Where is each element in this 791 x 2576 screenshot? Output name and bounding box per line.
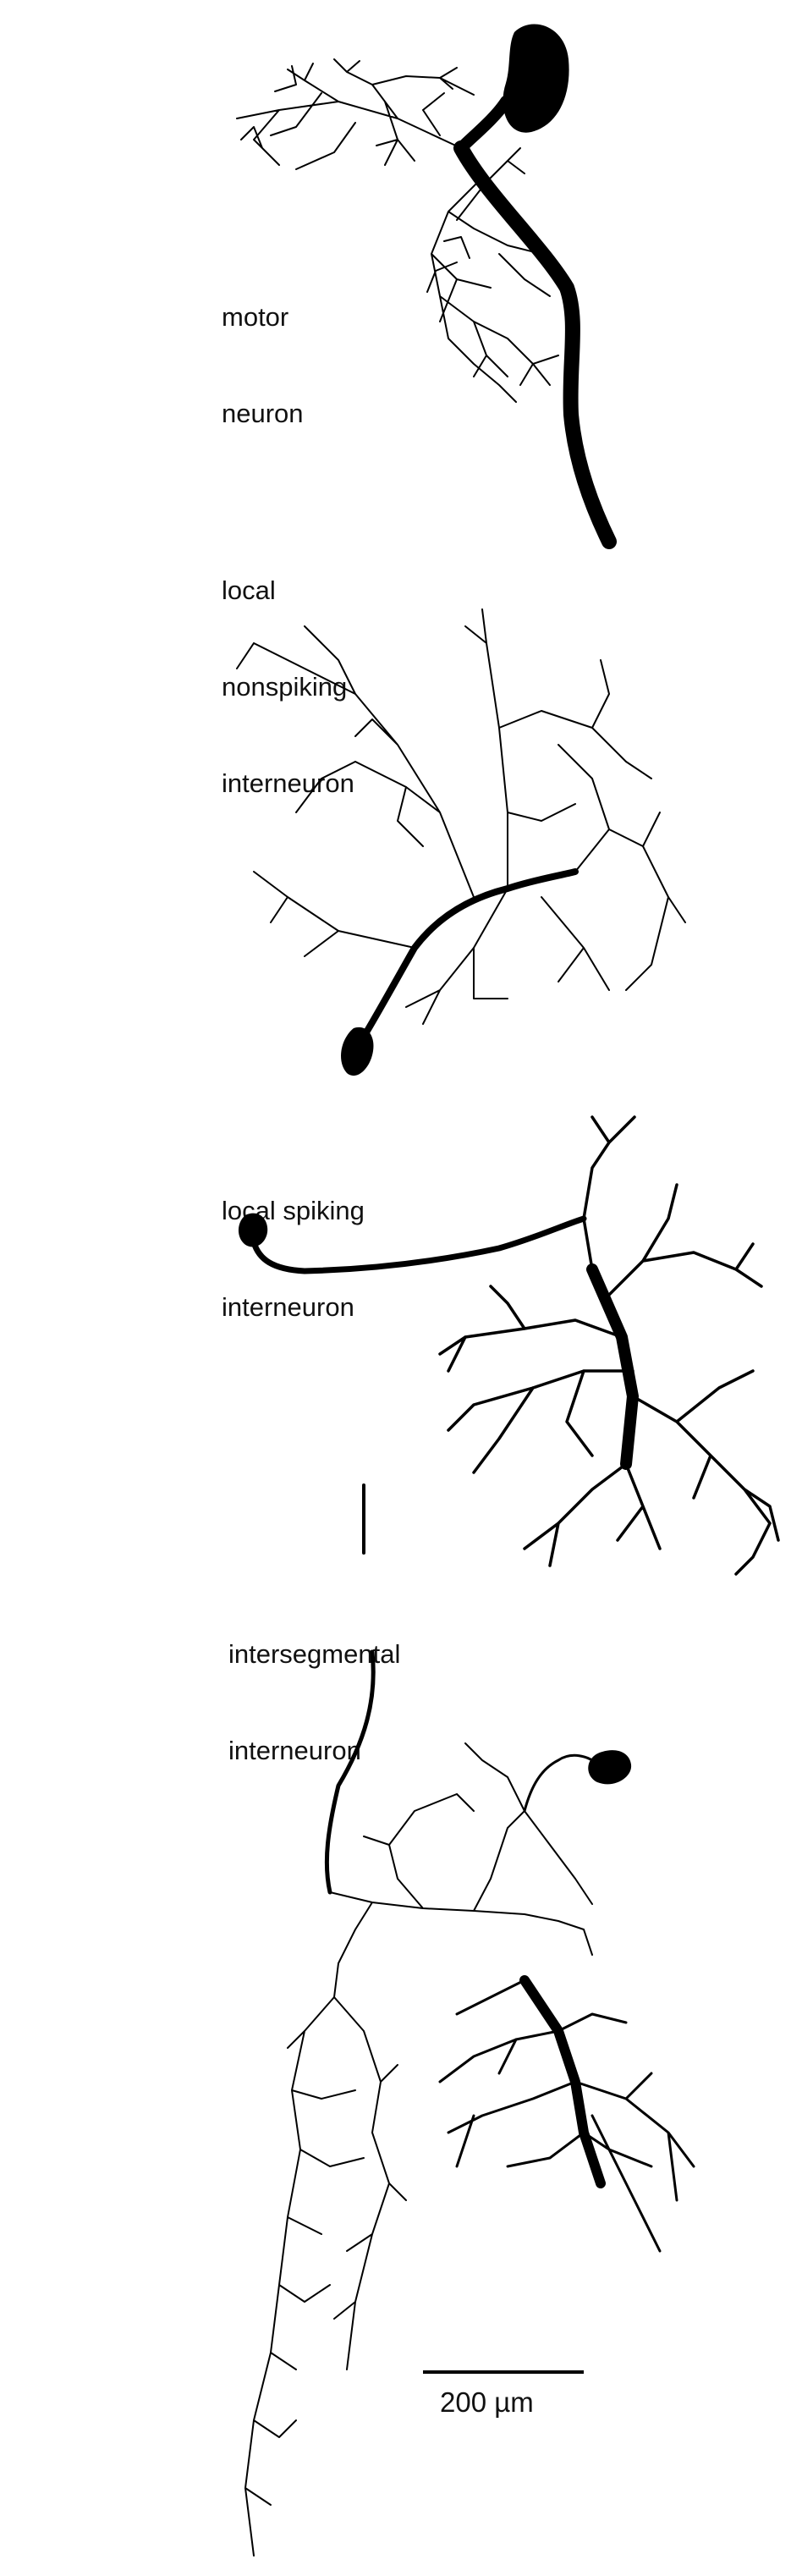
intersegmental-soma <box>588 1750 632 1785</box>
local-nonspiking-interneuron-drawing <box>236 608 686 1076</box>
intersegmental-main-trunk <box>519 1975 606 2188</box>
label-local-nonspiking-interneuron: local nonspiking interneuron <box>222 575 354 798</box>
motor-neuron-upper-dendrites <box>236 58 475 170</box>
local-spiking-primary-neurite <box>250 1215 587 1274</box>
motor-neuron-axon <box>453 140 617 549</box>
motor-neuron-neck <box>455 96 512 154</box>
intersegmental-descending-neurites <box>244 1996 407 2557</box>
local-spiking-interneuron-drawing <box>238 1115 780 1576</box>
local-spiking-dendrites <box>438 1115 780 1576</box>
local-spiking-main-trunk <box>586 1263 639 1470</box>
local-spiking-soma <box>238 1213 268 1247</box>
motor-neuron-lower-dendrites <box>426 147 559 403</box>
motor-neuron-soma <box>503 24 569 133</box>
intersegmental-interneuron-drawing <box>244 1483 695 2557</box>
intersegmental-soma-neurite <box>523 1753 601 1813</box>
intersegmental-middle-neurites <box>329 1742 593 1998</box>
local-nonspiking-primary-neurite <box>360 868 579 1040</box>
intersegmental-ascending-axon <box>324 1649 376 1895</box>
local-nonspiking-dendrites <box>236 608 686 1025</box>
label-local-spiking-interneuron: local spiking interneuron <box>222 1196 365 1322</box>
scale-bar-label: 200 µm <box>440 2386 534 2418</box>
intersegmental-dense-dendrites <box>438 1979 695 2253</box>
label-motor-neuron: motor neuron <box>222 302 304 428</box>
motor-neuron-drawing <box>236 24 617 549</box>
